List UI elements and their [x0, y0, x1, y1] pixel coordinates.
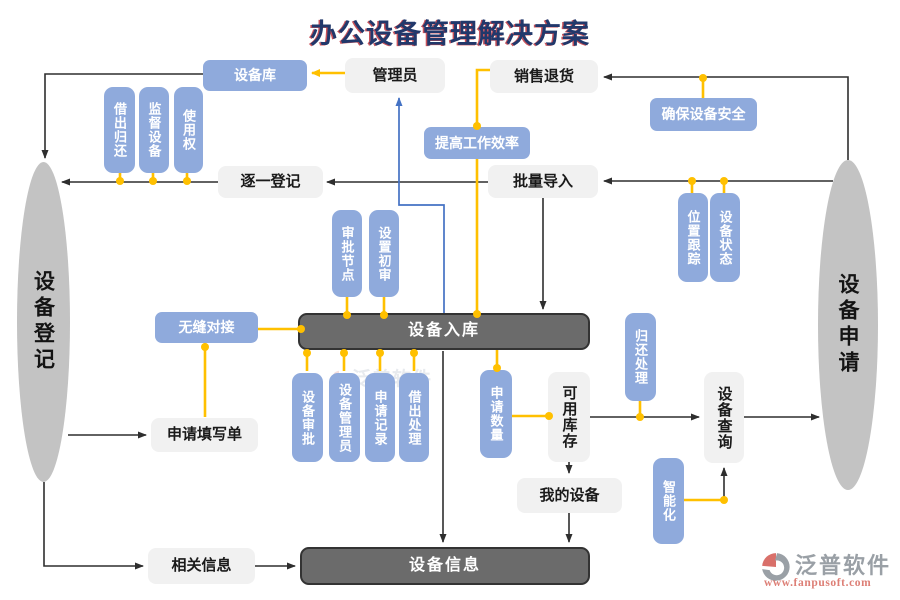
- location-tracking-node: 位置跟踪: [678, 193, 708, 282]
- ensure-equipment-safety-node: 确保设备安全: [650, 98, 757, 131]
- approval-node-node: 审批节点: [332, 210, 362, 297]
- device-register-ellipse: 设备登记: [17, 162, 70, 482]
- edge-black: [43, 482, 144, 570]
- application-record-node: 申请记录: [365, 373, 395, 462]
- device-apply-ellipse: 设备申请: [818, 160, 878, 490]
- application-quantity-node: 申请数量: [480, 370, 512, 458]
- edge-black: [603, 73, 849, 160]
- improve-work-efficiency-node: 提高工作效率: [424, 127, 530, 159]
- equipment-query-node: 设备查询: [704, 372, 744, 463]
- borrow-processing-node: 借出处理: [399, 373, 429, 462]
- edge-yellow: [475, 68, 490, 314]
- my-equipment-node: 我的设备: [517, 478, 622, 513]
- set-initial-review-node: 设置初审: [369, 210, 399, 297]
- brand-url: www.fanpusoft.com: [764, 577, 872, 589]
- borrow-return-node: 借出归还: [104, 87, 135, 173]
- equipment-depot-node: 设备库: [203, 60, 307, 91]
- batch-import-node: 批量导入: [488, 165, 598, 198]
- related-info-node: 相关信息: [148, 548, 255, 584]
- equipment-manager-node: 设备管理员: [329, 373, 360, 462]
- edge-black: [41, 73, 203, 159]
- brand-watermark: 泛普软件 www.fanpusoft.com: [758, 548, 900, 594]
- seamless-connection-node: 无缝对接: [155, 312, 258, 343]
- available-stock-node: 可用库存: [548, 372, 590, 462]
- equipment-info-node: 设备信息: [300, 547, 590, 585]
- supervise-equipment-node: 监督设备: [139, 87, 169, 173]
- application-form-node: 申请填写单: [151, 418, 258, 452]
- equipment-storage-node: 设备入库: [298, 313, 590, 350]
- brand-logo-icon: [762, 553, 790, 581]
- diagram-title: 办公设备管理解决方案: [310, 19, 590, 49]
- register-one-by-one-node: 逐一登记: [218, 166, 323, 198]
- equipment-status-node: 设备状态: [710, 193, 740, 282]
- usage-rights-node: 使用权: [174, 87, 203, 173]
- administrator-node: 管理员: [345, 58, 445, 93]
- edge-blue: [395, 97, 445, 313]
- sales-return-node: 销售退货: [490, 60, 598, 93]
- return-processing-node: 归还处理: [625, 313, 656, 401]
- equipment-approval-node: 设备审批: [292, 373, 323, 462]
- brand-name: 泛普软件: [795, 553, 892, 578]
- intelligent-node: 智能化: [653, 458, 684, 544]
